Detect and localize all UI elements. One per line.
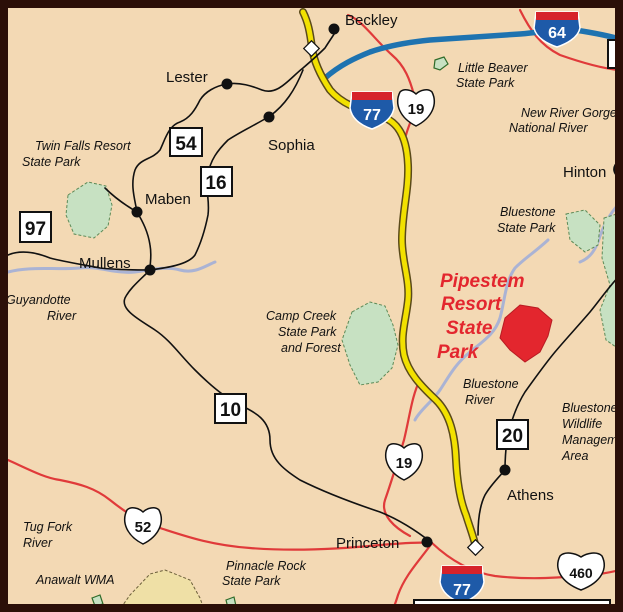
us19-shield-north: 19 [396,89,436,127]
twin-falls-label-2: State Park [22,155,81,169]
bluestone-river-label-2: River [465,393,495,407]
bluestone-river-label-1: Bluestone [463,377,519,391]
guyandotte-river-line [6,260,217,274]
bluestone-state-park-area [565,209,601,253]
anawalt-label: Anawalt WMA [35,573,115,587]
sophia-dot [263,111,275,123]
pipestem-label-4: Park [437,342,480,363]
us19-shield-south-number: 19 [396,455,413,472]
us52-shield-number: 52 [135,519,152,536]
mullens-dot [144,264,156,276]
camp-creek-label-3: and Forest [281,341,341,355]
maben-dot [131,206,143,218]
new-river-line [578,198,623,264]
wv16-shield-number: 16 [205,173,226,194]
camp-creek-label-1: Camp Creek [266,309,337,323]
lester-label: Lester [166,69,208,86]
little-beaver-park-mark [433,56,449,71]
new-river-label-1: New River Gorge [521,106,617,120]
us460-shield-number: 460 [569,565,593,581]
wv-route-lester-beckley [226,27,339,92]
wv54-route [132,83,228,213]
wv-route-athens-south [477,469,506,536]
tug-fork-label-2: River [23,536,53,550]
athens-label: Athens [507,487,554,504]
lester-dot [221,78,233,90]
twin-falls-park-area [65,181,113,239]
interchange-princeton [466,538,485,557]
beckley-label: Beckley [345,12,398,29]
us19-shield-south: 19 [384,443,424,481]
us460-route [430,541,623,580]
tug-fork-label-1: Tug Fork [23,520,73,534]
i64-shield: 64 [533,11,581,48]
mullens-label: Mullens [79,255,131,272]
pinnacle-label-1: Pinnacle Rock [226,559,307,573]
wv10-shield-number: 10 [220,400,241,421]
wv97-shield-number: 97 [25,219,46,240]
camp-creek-park-area [341,301,399,386]
guyandotte-label-2: River [47,309,77,323]
pipestem-label-2: Resort [441,294,502,315]
parks-layer [65,56,623,612]
us52-shield: 52 [123,507,163,545]
wv97-shield: 97 [19,211,52,243]
hinton-label: Hinton [563,164,606,181]
i77-shield-north-number: 77 [363,107,381,124]
i77-shield-south-number: 77 [453,582,471,599]
i77-shield-south: 77 [439,565,485,604]
bluestone-wma-label-4: Area [561,449,588,463]
wv20-shield: 20 [496,419,529,450]
pinnacle-label-2: State Park [222,574,281,588]
wv-route-sophia [269,69,304,117]
new-river-label-2: National River [509,121,588,135]
athens-dot [499,464,511,476]
beckley-dot [328,23,340,35]
i64-shield-number: 64 [548,25,566,42]
interchange-beckley [302,39,321,58]
little-beaver-label-2: State Park [456,76,515,90]
wv97-route [7,251,151,271]
pipestem-park-area [499,304,553,363]
wv10-shield: 10 [214,393,247,424]
pipestem-label-1: Pipestem [440,271,525,292]
princeton-label: Princeton [336,535,399,552]
us460-shield: 460 [557,552,605,591]
guyandotte-label-1: Guyandotte [6,293,71,307]
twin-falls-label-1: Twin Falls Resort [35,139,131,153]
bluestone-wma-label-1: Bluestone [562,401,618,415]
wv20-shield-number: 20 [502,426,523,447]
wv-route-maben-mullens [136,211,152,271]
princeton-dot [421,536,433,548]
i77-shield-north: 77 [349,91,395,130]
bluestone-wma-label-3: Management [562,433,623,447]
bluestone-wma-label-2: Wildlife [562,417,602,431]
wv16-shield: 16 [200,166,233,197]
us52-route [6,458,434,551]
town-dots [131,23,511,548]
camp-creek-label-2: State Park [278,325,337,339]
interchanges [302,39,485,557]
bluestone-sp-label-1: Bluestone [500,205,556,219]
wv54-shield-number: 54 [175,134,197,155]
i77-route-fill [300,9,479,551]
little-beaver-label-1: Little Beaver [458,61,528,75]
sophia-label: Sophia [268,137,315,154]
bluestone-sp-label-2: State Park [497,221,556,235]
route-red-upper-right [518,8,620,72]
rivers-layer [6,198,623,422]
wv54-shield: 54 [169,127,203,157]
pipestem-label-3: State [446,318,493,339]
us19-shield-north-number: 19 [408,101,425,118]
maben-label: Maben [145,191,191,208]
bluestone-river-line [413,238,550,422]
